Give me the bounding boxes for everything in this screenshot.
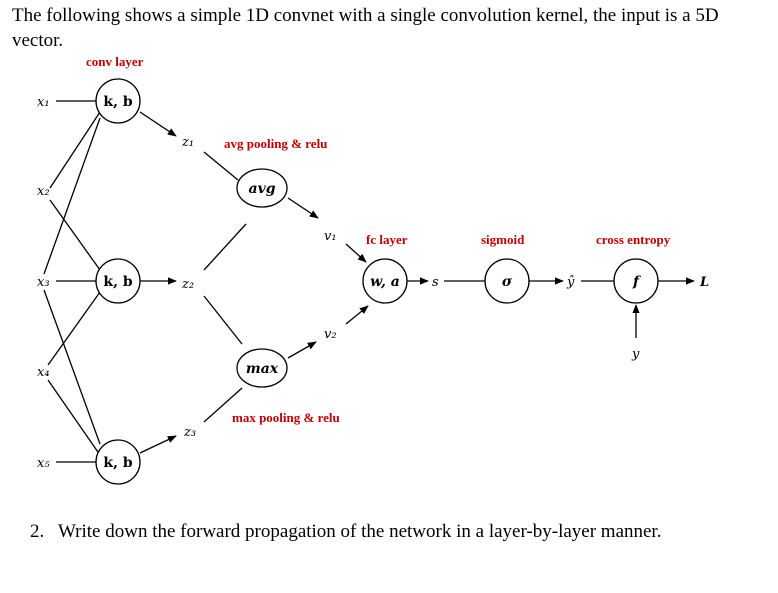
pool-output-v2: v₂ [324, 327, 337, 342]
sigmoid-output-yhat: ŷ [566, 275, 575, 290]
avg-pool-label: avg [249, 181, 276, 197]
intro-text: The following shows a simple 1D convnet … [12, 5, 719, 51]
sigmoid-node: σ [484, 258, 530, 304]
avg-pool-node: avg [236, 168, 288, 208]
max-pool-node: max [236, 348, 288, 388]
v1-fc-edge [345, 243, 367, 263]
v2-fc-edge [345, 305, 369, 325]
fc-layer-label: fc layer [366, 232, 408, 247]
input-x1: x₁ [37, 95, 50, 110]
sigmoid-node-label: σ [502, 274, 513, 290]
target-y: y [631, 347, 640, 362]
v2-arrow [287, 341, 317, 359]
avg-pooling-label: avg pooling & relu [224, 136, 327, 151]
conv-node-1: k, b [95, 78, 141, 124]
question: 2. Write down the forward propagation of … [30, 519, 661, 544]
z2-max-edge [203, 295, 243, 345]
z1-avg-edge [203, 151, 239, 181]
input-conv-edges [43, 100, 101, 463]
conv-node-2-label: k, b [103, 274, 132, 290]
sigmoid-label: sigmoid [481, 232, 525, 247]
cross-entropy-label: cross entropy [596, 232, 671, 247]
question-text: Write down the forward propagation of th… [58, 521, 662, 542]
v1-arrow [287, 197, 319, 219]
fc-node: w, a [362, 258, 408, 304]
loss-node: f [613, 258, 659, 304]
conv-output-z1: z₁ [181, 135, 194, 150]
conv-node-3-label: k, b [103, 455, 132, 471]
input-x3: x₃ [37, 275, 50, 290]
conv-layer-label: conv layer [86, 54, 144, 69]
fc-output-s: s [432, 275, 439, 290]
conv-output-z3: z₃ [183, 425, 196, 440]
input-x4: x₄ [37, 365, 50, 380]
z1-arrow [139, 111, 177, 137]
z3-arrow [139, 435, 177, 454]
question-number: 2. [30, 521, 45, 542]
max-pooling-label: max pooling & relu [232, 410, 340, 425]
pool-output-v1: v₁ [324, 229, 337, 244]
loss-output-L: L [699, 275, 709, 290]
z2-avg-edge [203, 223, 247, 271]
input-x5: x₅ [37, 456, 50, 471]
z3-max-edge [203, 387, 243, 423]
input-x2: x₂ [37, 184, 50, 199]
max-pool-label: max [246, 361, 279, 377]
conv-node-2: k, b [95, 258, 141, 304]
conv-output-z2: z₂ [181, 277, 194, 292]
loss-node-label: f [632, 274, 642, 290]
conv-node-3: k, b [95, 439, 141, 485]
conv-node-1-label: k, b [103, 94, 132, 110]
fc-node-label: w, a [370, 274, 400, 290]
